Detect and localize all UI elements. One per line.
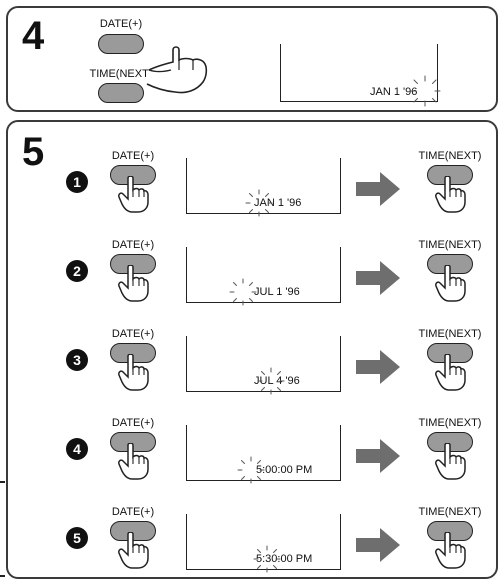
step-5-row-5-badge: 5 bbox=[66, 527, 88, 549]
step-4-blink-indicator-icon bbox=[409, 75, 441, 107]
step-5-row-1-time-hand-icon bbox=[433, 175, 467, 219]
step-5-row-3-date-label: DATE(+) bbox=[111, 328, 155, 340]
step-5-row-5-display-text: 5:30:00 PM bbox=[256, 553, 313, 565]
step-5-row-4-right-arrow-icon bbox=[356, 439, 400, 478]
step-5-row-1-date-hand-icon bbox=[116, 175, 150, 219]
step-5-row-1-time-label: TIME(NEXT) bbox=[418, 150, 482, 162]
step-4-date-button[interactable] bbox=[98, 34, 144, 54]
step-5-row-1-date-label: DATE(+) bbox=[111, 150, 155, 162]
step-5-row-4-date-label: DATE(+) bbox=[111, 417, 155, 429]
step-5-row-1-badge: 1 bbox=[66, 171, 88, 193]
step-5-row-4-display-text: 5:00:00 PM bbox=[256, 464, 313, 476]
step-5-row-2-display bbox=[186, 247, 341, 303]
step-5-row-5-date-label: DATE(+) bbox=[111, 506, 155, 518]
step-5-row-1-display bbox=[186, 158, 341, 214]
step-5-row-2-blink-indicator-icon bbox=[228, 277, 258, 312]
step-5-number: 5 bbox=[22, 130, 45, 174]
step-4-panel: 4 DATE(+) TIME(NEXT) JAN 1 '96 bbox=[6, 6, 498, 112]
step-4-display-text: JAN 1 '96 bbox=[370, 86, 418, 98]
margin-tick-bottom bbox=[0, 575, 5, 577]
step-5-row-5-time-hand-icon bbox=[433, 531, 467, 575]
step-5-row-4-date-hand-icon bbox=[116, 442, 150, 486]
step-5-row-3-date-hand-icon bbox=[116, 353, 150, 397]
step-5-row-2-time-hand-icon bbox=[433, 264, 467, 308]
step-4-display bbox=[280, 44, 438, 102]
step-5-row-1-right-arrow-icon bbox=[356, 172, 400, 211]
step-5-row-3-badge: 3 bbox=[66, 349, 88, 371]
step-5-row-3-time-label: TIME(NEXT) bbox=[418, 328, 482, 340]
step-5-row-5-time-label: TIME(NEXT) bbox=[418, 506, 482, 518]
step-4-date-button-label: DATE(+) bbox=[99, 18, 143, 30]
step-5-row-2-badge: 2 bbox=[66, 260, 88, 282]
step-5-row-5-blink-indicator-icon bbox=[252, 544, 282, 579]
step-5-row-3-blink-indicator-icon bbox=[256, 366, 286, 401]
step-4-hand-icon bbox=[146, 46, 208, 94]
step-4-time-button[interactable] bbox=[98, 83, 144, 103]
step-5-row-4-time-hand-icon bbox=[433, 442, 467, 486]
step-5-row-5-date-hand-icon bbox=[116, 531, 150, 575]
step-5-row-2-display-text: JUL 1 '96 bbox=[254, 286, 300, 298]
step-5-row-4-time-label: TIME(NEXT) bbox=[418, 417, 482, 429]
step-5-row-5-display bbox=[186, 514, 341, 570]
margin-tick-top bbox=[0, 481, 5, 483]
step-5-row-2-right-arrow-icon bbox=[356, 261, 400, 300]
step-5-row-2-time-label: TIME(NEXT) bbox=[418, 239, 482, 251]
step-5-row-4-blink-indicator-icon bbox=[236, 455, 266, 490]
step-5-row-4-display bbox=[186, 425, 341, 481]
step-5-row-5-right-arrow-icon bbox=[356, 528, 400, 567]
step-5-row-3-time-hand-icon bbox=[433, 353, 467, 397]
step-5-row-2-date-hand-icon bbox=[116, 264, 150, 308]
step-4-time-button-label: TIME(NEXT) bbox=[89, 68, 153, 80]
step-5-row-4-badge: 4 bbox=[66, 438, 88, 460]
step-5-row-3-display bbox=[186, 336, 341, 392]
step-5-row-3-right-arrow-icon bbox=[356, 350, 400, 389]
step-5-row-1-display-text: JAN 1 '96 bbox=[254, 197, 302, 209]
step-5-row-2-date-label: DATE(+) bbox=[111, 239, 155, 251]
step-5-row-1-blink-indicator-icon bbox=[244, 188, 274, 223]
step-5-row-3-display-text: JUL 4 '96 bbox=[254, 375, 300, 387]
step-4-number: 4 bbox=[22, 14, 45, 58]
